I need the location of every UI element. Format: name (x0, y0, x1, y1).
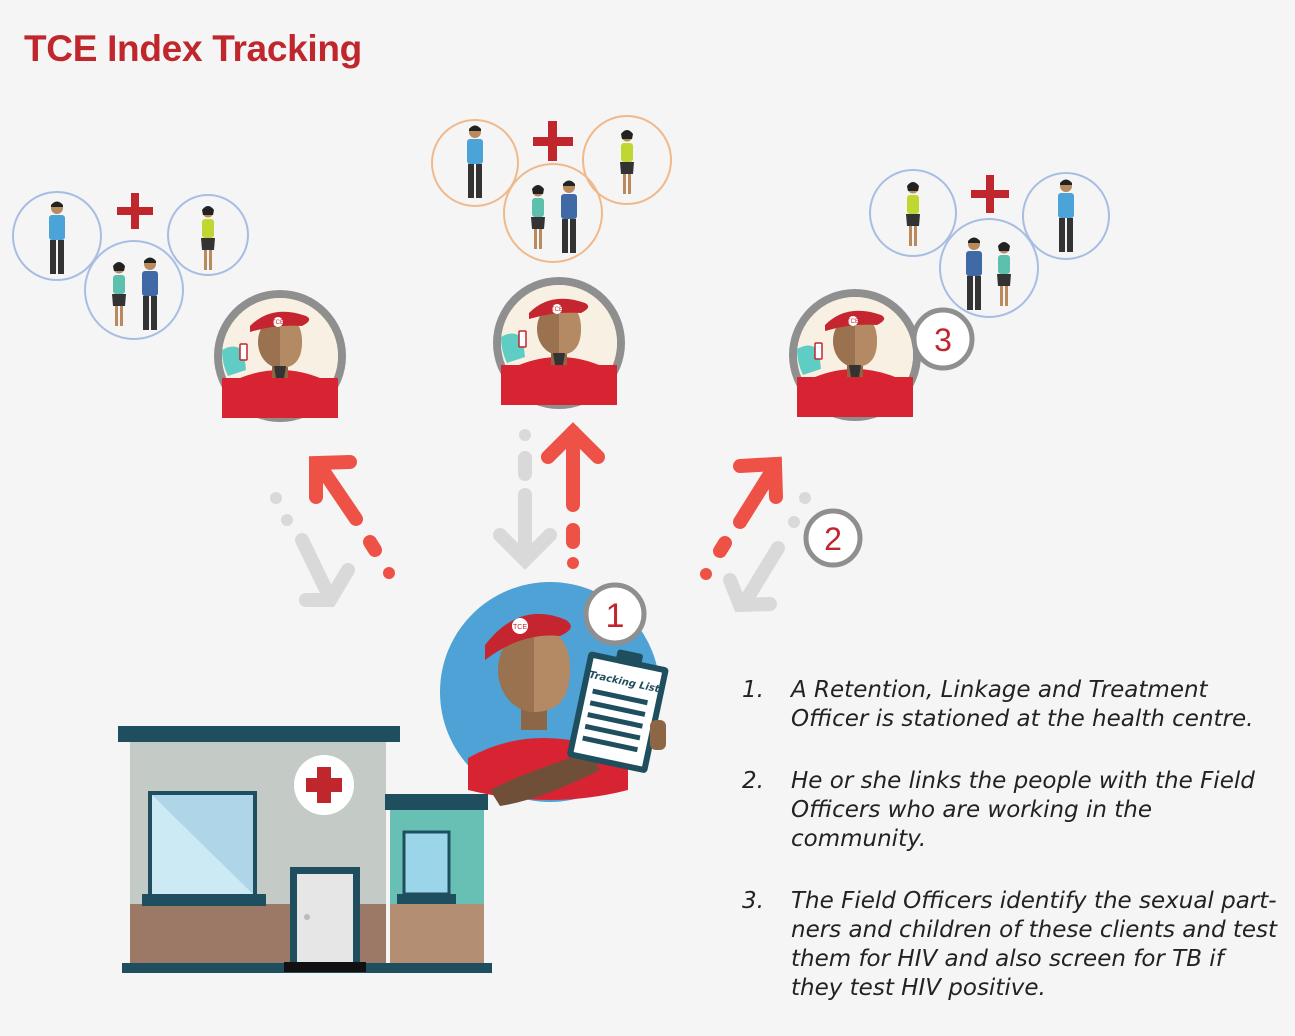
field-officer-left: TCE (214, 290, 346, 422)
step-marker-2: 2 (803, 508, 863, 568)
step-number: 1. (742, 677, 764, 703)
step-text: The Field Officers identify the sexual p… (791, 888, 1278, 1001)
family-group-right (869, 169, 1110, 318)
diagram-canvas: TCE TCE TCE (12, 115, 1110, 973)
step-marker-3: 3 (911, 307, 975, 371)
health-centre-building (118, 726, 492, 973)
svg-text:2: 2 (824, 521, 842, 557)
grey-arrow-center (493, 429, 557, 570)
plus-icon (971, 175, 1009, 213)
plus-icon (117, 193, 153, 229)
grey-arrow-right (723, 492, 811, 613)
officer-badge-text: TCE (513, 624, 527, 631)
officer-badge-text: TCE (847, 319, 859, 325)
family-group-center (431, 115, 672, 263)
step-text: A Retention, Linkage and Treatment Offic… (791, 677, 1254, 732)
steps-list: 1. A Retention, Linkage and Treatment Of… (742, 676, 1282, 1036)
red-arrow-left (309, 455, 395, 579)
svg-text:1: 1 (606, 597, 625, 635)
page-title: TCE Index Tracking (24, 28, 362, 69)
step-item: 3. The Field Officers identify the sexua… (742, 887, 1282, 1003)
svg-text:3: 3 (934, 322, 952, 358)
step-number: 3. (742, 888, 764, 914)
field-officer-right: TCE (789, 289, 921, 421)
family-group-left (12, 191, 249, 340)
step-text: He or she links the people with the Fiel… (791, 768, 1255, 852)
field-officer-center: TCE (493, 277, 625, 409)
grey-arrow-left (270, 492, 355, 607)
red-arrow-right (700, 456, 783, 580)
officer-badge-text: TCE (272, 320, 284, 326)
red-arrow-center (541, 422, 605, 569)
tracking-list-clipboard: Tracking List (567, 649, 669, 773)
officer-badge-text: TCE (551, 307, 563, 313)
step-item: 2. He or she links the people with the F… (742, 767, 1282, 854)
step-item: 1. A Retention, Linkage and Treatment Of… (742, 676, 1282, 734)
plus-icon (533, 121, 573, 161)
medical-cross-icon (294, 755, 354, 815)
step-marker-1: 1 (583, 582, 647, 646)
retention-officer: TCE Tracking List (440, 582, 669, 806)
step-number: 2. (742, 768, 764, 794)
